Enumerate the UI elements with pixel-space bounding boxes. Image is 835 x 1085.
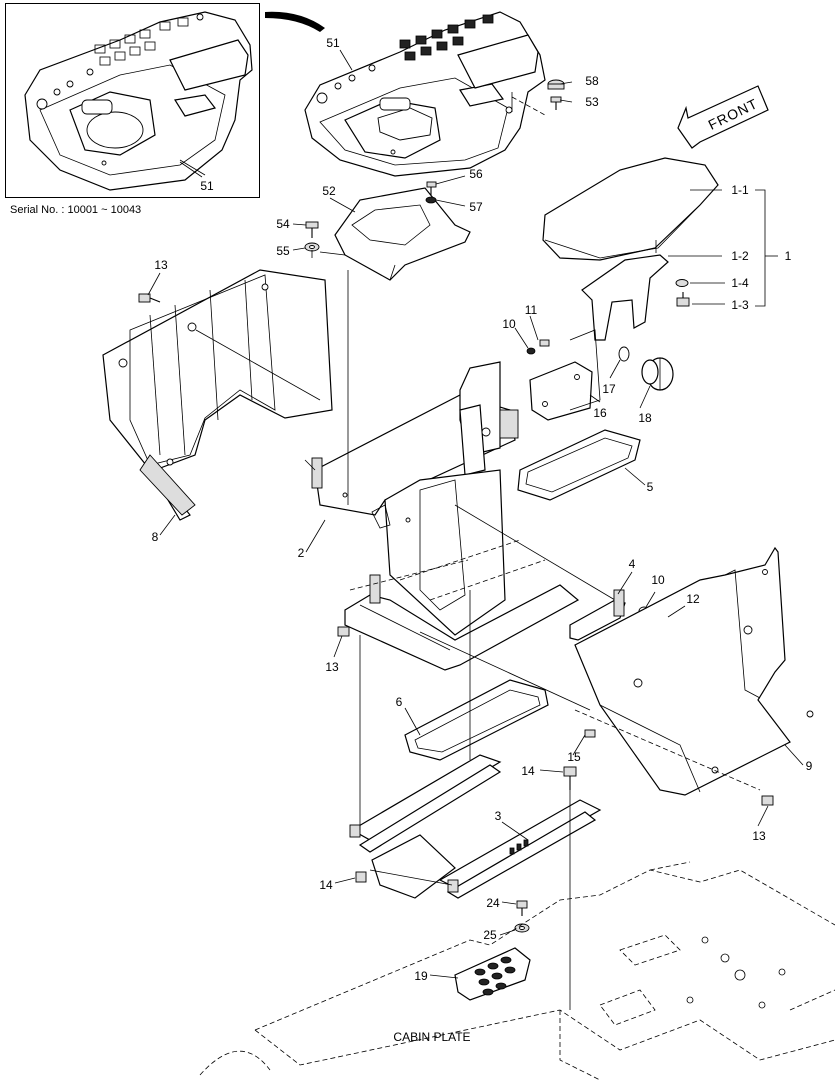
- callout-51-inset: 51: [200, 179, 214, 193]
- washer-57: [425, 196, 437, 204]
- callout-9: 9: [805, 759, 813, 773]
- callout-13-top: 13: [154, 258, 168, 272]
- callout-53: 53: [585, 95, 599, 109]
- callout-6: 6: [395, 695, 403, 709]
- screw-56: [426, 181, 437, 195]
- callout-14-bottom: 14: [319, 878, 333, 892]
- callout-18: 18: [638, 411, 652, 425]
- knob-18: [641, 357, 674, 391]
- callout-24: 24: [486, 896, 500, 910]
- bolt-1-3: [676, 292, 690, 307]
- armrest-pad-1-1: [542, 157, 719, 261]
- callout-56: 56: [469, 167, 483, 181]
- seal-5: [517, 429, 641, 501]
- callout-10-top: 10: [502, 317, 516, 331]
- callout-16: 16: [593, 406, 607, 420]
- callout-13-right: 13: [752, 829, 766, 843]
- bolt-14-top: [563, 766, 577, 790]
- leader-lines: [147, 49, 804, 979]
- callout-57: 57: [469, 200, 483, 214]
- bracket-4: [569, 589, 626, 641]
- washer-1-4: [675, 279, 689, 287]
- slide-rail-3: [349, 754, 602, 899]
- side-cover-9: [574, 546, 814, 796]
- screw-13-left: [337, 626, 350, 637]
- cabin-plate-outline: [199, 861, 835, 1081]
- main-frame-2: [304, 361, 580, 671]
- screw-13-top: [138, 293, 161, 303]
- damper-plate-19: [454, 947, 531, 1001]
- side-cover-8: [102, 269, 333, 521]
- callout-2: 2: [297, 546, 305, 560]
- washer-25: [514, 923, 530, 933]
- callout-54: 54: [276, 217, 290, 231]
- front-arrow: [677, 85, 769, 149]
- plate-16: [529, 361, 593, 421]
- callout-19: 19: [414, 969, 428, 983]
- callout-14-top: 14: [521, 764, 535, 778]
- callout-11: 11: [524, 303, 538, 317]
- washer-10-top: [526, 347, 536, 355]
- armrest-bracket-1-2: [581, 254, 669, 341]
- callout-13-left: 13: [325, 660, 339, 674]
- washer-55: [304, 242, 320, 252]
- screw-54: [305, 221, 319, 238]
- washer-17: [618, 346, 630, 362]
- callout-1-4: 1-4: [731, 276, 749, 290]
- cabin-plate-label: CABIN PLATE: [393, 1030, 471, 1044]
- callout-25: 25: [483, 928, 497, 942]
- bolt-14-bottom: [355, 871, 367, 883]
- bolt-24: [516, 900, 528, 916]
- callout-8: 8: [151, 530, 159, 544]
- curved-arrow: [265, 11, 325, 33]
- callout-58: 58: [585, 74, 599, 88]
- callout-5: 5: [646, 480, 654, 494]
- inset-console-panel-51: [24, 11, 253, 191]
- callout-15: 15: [567, 750, 581, 764]
- callout-1: 1: [784, 249, 792, 263]
- cap-58: [547, 79, 565, 90]
- callout-55: 55: [276, 244, 290, 258]
- serial-number-note: Serial No. : 10001 ~ 10043: [10, 204, 142, 216]
- gasket-6: [404, 679, 549, 761]
- callout-1-2: 1-2: [731, 249, 749, 263]
- callout-1-3: 1-3: [731, 298, 749, 312]
- callout-3: 3: [494, 809, 502, 823]
- inset-frame: [5, 3, 260, 198]
- bracket-52: [334, 187, 471, 281]
- callout-51-main: 51: [326, 36, 340, 50]
- callout-4: 4: [628, 557, 636, 571]
- screw-15: [584, 729, 596, 738]
- callout-1-1: 1-1: [731, 183, 749, 197]
- callout-17: 17: [602, 382, 616, 396]
- screw-53: [550, 96, 562, 110]
- console-panel-51: [304, 11, 546, 177]
- screw-11: [539, 339, 550, 347]
- screw-13-right: [761, 795, 774, 806]
- callout-12: 12: [686, 592, 700, 606]
- callout-52: 52: [322, 184, 336, 198]
- callout-10-right: 10: [651, 573, 665, 587]
